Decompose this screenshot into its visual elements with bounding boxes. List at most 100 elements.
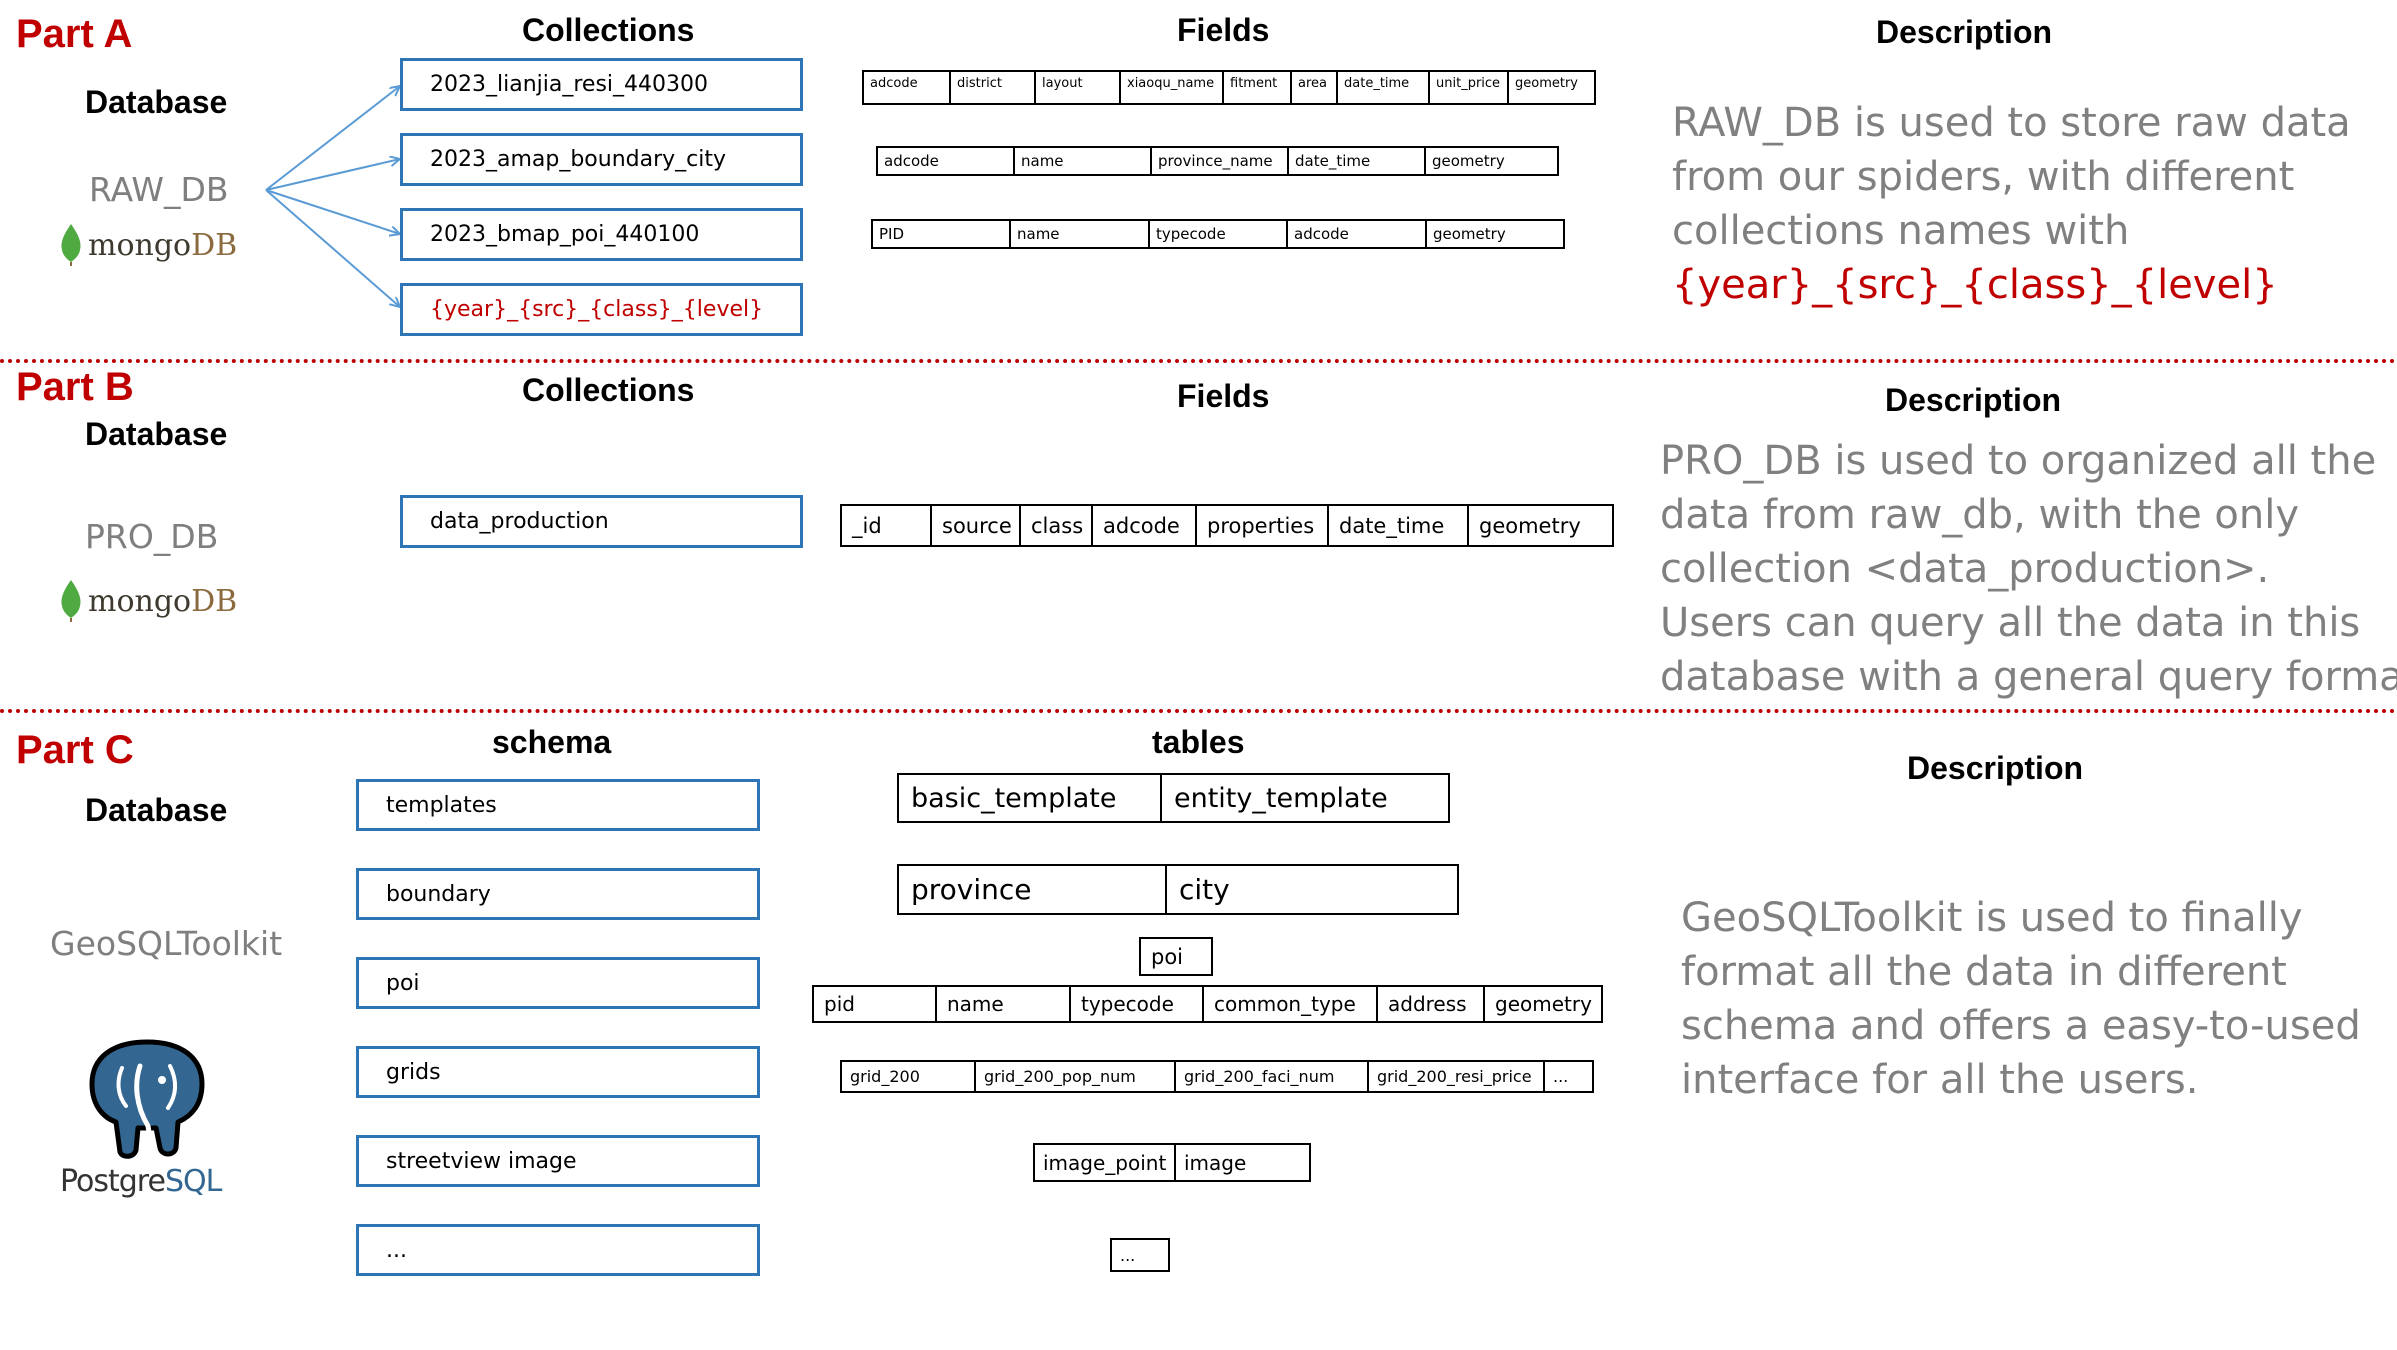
tables-poi-label: poi bbox=[1139, 937, 1213, 976]
tables-poi: pid name typecode common_type address ge… bbox=[812, 985, 1603, 1023]
part-b-description: PRO_DB is used to organized all the data… bbox=[1660, 434, 2397, 704]
schema-more[interactable]: ... bbox=[356, 1224, 760, 1276]
table-cell: geometry bbox=[1495, 992, 1592, 1016]
description-line: collection <data_production>. bbox=[1660, 546, 2270, 592]
table-cell: typecode bbox=[1071, 987, 1204, 1021]
separator-a-b bbox=[0, 359, 2397, 363]
tables-boundary: province city bbox=[897, 864, 1459, 915]
table-cell: grid_200_pop_num bbox=[976, 1062, 1176, 1091]
part-b-mongodb-logo: mongoDB bbox=[60, 580, 237, 622]
table-cell: city bbox=[1179, 873, 1230, 906]
field-cell: date_time bbox=[1338, 72, 1430, 103]
part-a-database-label: Database bbox=[85, 84, 228, 120]
part-b-database-label: Database bbox=[85, 416, 228, 452]
part-c-database-label: Database bbox=[85, 792, 228, 828]
field-cell: layout bbox=[1036, 72, 1121, 103]
collection-bmap-poi[interactable]: 2023_bmap_poi_440100 bbox=[400, 208, 803, 261]
table-cell: ... bbox=[1553, 1067, 1569, 1086]
table-cell: grid_200_faci_num bbox=[1176, 1062, 1369, 1091]
mongodb-leaf-icon bbox=[61, 224, 81, 266]
field-cell: xiaoqu_name bbox=[1121, 72, 1224, 103]
description-line: PRO_DB is used to organized all the bbox=[1660, 438, 2377, 484]
field-cell: geometry bbox=[1479, 513, 1581, 538]
tables-streetview: image_point image bbox=[1033, 1143, 1311, 1182]
part-a-description: RAW_DB is used to store raw data from ou… bbox=[1672, 96, 2351, 312]
field-cell: class bbox=[1021, 506, 1093, 545]
part-c-description-header: Description bbox=[1907, 750, 2084, 786]
description-line: from our spiders, with different bbox=[1672, 154, 2295, 200]
field-cell: properties bbox=[1197, 506, 1329, 545]
field-cell: name bbox=[1011, 221, 1150, 247]
tables-templates: basic_template entity_template bbox=[897, 773, 1450, 823]
arrow-to-collection-3 bbox=[265, 189, 400, 234]
field-cell: PID bbox=[873, 221, 1011, 247]
part-b-db-name: PRO_DB bbox=[85, 517, 219, 556]
field-cell: adcode bbox=[1093, 506, 1197, 545]
field-cell: province_name bbox=[1152, 148, 1289, 174]
field-cell: typecode bbox=[1150, 221, 1288, 247]
field-cell: source bbox=[932, 506, 1021, 545]
table-cell: image bbox=[1184, 1150, 1247, 1175]
table-cell: province bbox=[899, 866, 1167, 913]
table-cell: name bbox=[937, 987, 1071, 1021]
mongodb-leaf-icon bbox=[61, 580, 81, 622]
field-cell: unit_price bbox=[1430, 72, 1509, 103]
part-a-arrows bbox=[265, 0, 820, 340]
description-pattern: {year}_{src}_{class}_{level} bbox=[1672, 262, 2278, 308]
fields-table-data-production: _id source class adcode properties date_… bbox=[840, 504, 1614, 547]
part-c-title: Part C bbox=[16, 728, 134, 772]
field-cell: name bbox=[1015, 148, 1152, 174]
collection-amap-boundary[interactable]: 2023_amap_boundary_city bbox=[400, 133, 803, 186]
description-line: GeoSQLToolkit is used to finally bbox=[1681, 895, 2303, 941]
description-line: RAW_DB is used to store raw data bbox=[1672, 100, 2351, 146]
part-b-collections-header: Collections bbox=[522, 372, 695, 408]
schema-boundary[interactable]: boundary bbox=[356, 868, 760, 920]
table-cell: grid_200 bbox=[842, 1062, 976, 1091]
part-a-db-name: RAW_DB bbox=[89, 170, 229, 209]
arrow-to-collection-4 bbox=[265, 189, 400, 307]
part-c-db-name: GeoSQLToolkit bbox=[50, 924, 283, 963]
part-a-fields-header: Fields bbox=[1177, 12, 1270, 48]
fields-table-bmap: PID name typecode adcode geometry bbox=[871, 219, 1565, 249]
tables-grids: grid_200 grid_200_pop_num grid_200_faci_… bbox=[840, 1060, 1594, 1093]
postgresql-elephant-icon bbox=[89, 1039, 205, 1159]
description-line: interface for all the users. bbox=[1681, 1057, 2199, 1103]
field-cell: geometry bbox=[1515, 76, 1579, 91]
part-b-title: Part B bbox=[16, 365, 134, 409]
field-cell: adcode bbox=[1288, 221, 1427, 247]
table-cell: grid_200_resi_price bbox=[1369, 1062, 1545, 1091]
separator-b-c bbox=[0, 709, 2397, 713]
description-line: format all the data in different bbox=[1681, 949, 2287, 995]
table-cell: basic_template bbox=[899, 775, 1162, 821]
fields-table-lianjia: adcode district layout xiaoqu_name fitme… bbox=[862, 70, 1596, 105]
part-c-tables-header: tables bbox=[1152, 724, 1245, 760]
part-c-schema-header: schema bbox=[492, 724, 612, 760]
schema-poi[interactable]: poi bbox=[356, 957, 760, 1009]
schema-templates[interactable]: templates bbox=[356, 779, 760, 831]
collection-data-production[interactable]: data_production bbox=[400, 495, 803, 548]
postgresql-wordmark: PostgreSQL bbox=[60, 1164, 222, 1199]
table-cell: address bbox=[1378, 987, 1485, 1021]
mongodb-wordmark: mongoDB bbox=[88, 227, 238, 263]
description-line: collections names with bbox=[1672, 208, 2130, 254]
part-a-description-header: Description bbox=[1876, 14, 2053, 50]
schema-grids[interactable]: grids bbox=[356, 1046, 760, 1098]
part-a-title: Part A bbox=[16, 12, 133, 56]
field-cell: date_time bbox=[1329, 506, 1469, 545]
field-cell: _id bbox=[842, 506, 932, 545]
field-cell: adcode bbox=[878, 148, 1015, 174]
collection-name-pattern[interactable]: {year}_{src}_{class}_{level} bbox=[400, 283, 803, 336]
part-a-mongodb-logo: mongoDB bbox=[60, 224, 237, 266]
field-cell: geometry bbox=[1432, 152, 1505, 170]
schema-streetview-image[interactable]: streetview image bbox=[356, 1135, 760, 1187]
arrow-to-collection-2 bbox=[265, 159, 400, 191]
description-line: database with a general query format. bbox=[1660, 654, 2397, 700]
collection-lianjia-resi[interactable]: 2023_lianjia_resi_440300 bbox=[400, 58, 803, 111]
part-b-description-header: Description bbox=[1885, 382, 2062, 418]
part-a-collections-header: Collections bbox=[522, 12, 695, 48]
field-cell: fitment bbox=[1224, 72, 1292, 103]
table-cell: pid bbox=[814, 987, 937, 1021]
tables-more: ... bbox=[1110, 1238, 1170, 1272]
field-cell: date_time bbox=[1289, 148, 1426, 174]
part-b-fields-header: Fields bbox=[1177, 378, 1270, 414]
